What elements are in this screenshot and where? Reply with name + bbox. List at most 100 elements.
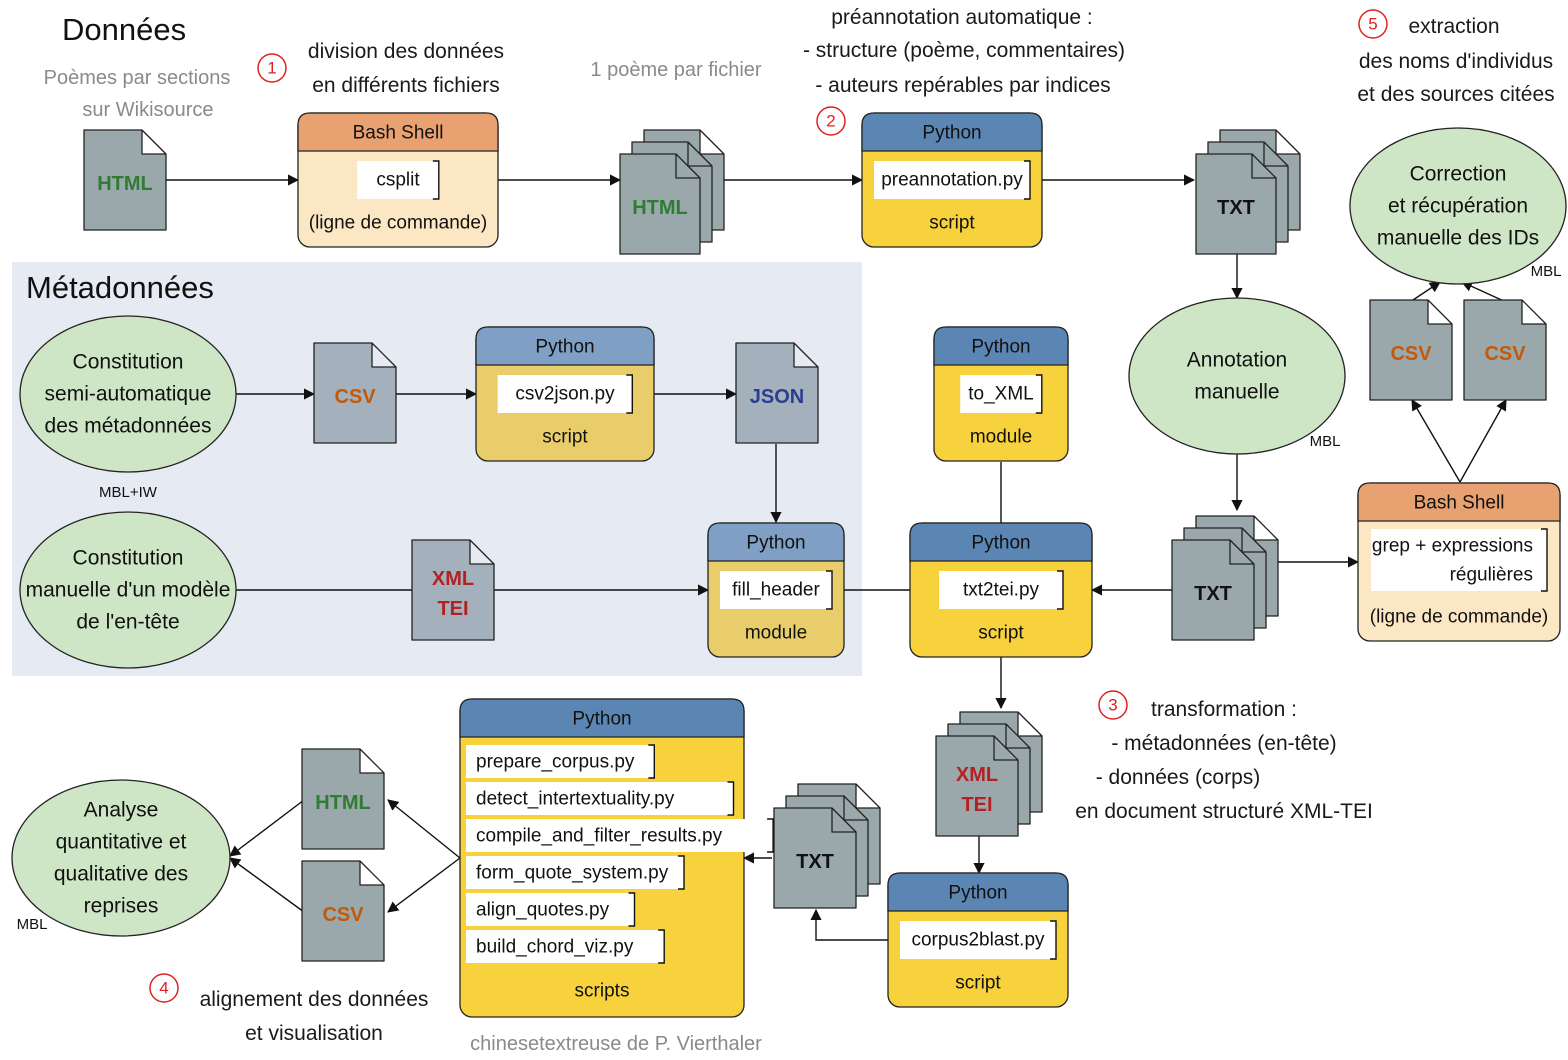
- process-correction-line-1: Correction: [1410, 163, 1507, 186]
- file-xml-tei-model-label-line1: XML: [432, 568, 474, 590]
- process-constitution-modele-line-3: de l'en-tête: [76, 611, 179, 634]
- process-annotation[interactable]: Annotation manuelle: [1128, 297, 1346, 455]
- file-csv-a[interactable]: CSV: [1369, 299, 1453, 401]
- script-item-bracket-5: [628, 892, 636, 927]
- tool-csv2json-header: Python: [535, 337, 594, 358]
- tool-preannotation-header: Python: [922, 123, 981, 144]
- tool-fill-header-footer: module: [745, 623, 807, 644]
- annotation-step3-line3: - données (corps): [1096, 766, 1261, 789]
- process-constitution-meta-line-2: semi-automatique: [45, 383, 212, 406]
- file-html-out[interactable]: HTML: [301, 748, 385, 850]
- file-html-source-page-0: [83, 129, 167, 231]
- edge-csv-out-to-analyse: [229, 857, 305, 913]
- file-txt-preannotated[interactable]: TXT: [1195, 129, 1301, 255]
- script-item-6: build_chord_viz.py: [476, 937, 634, 958]
- process-correction-line-3: manuelle des IDs: [1377, 227, 1539, 250]
- process-constitution-modele-line-2: manuelle d'un modèle: [26, 579, 231, 602]
- file-json[interactable]: JSON: [735, 342, 819, 444]
- file-csv-meta[interactable]: CSV: [313, 342, 397, 444]
- file-txt-blast[interactable]: TXT: [773, 783, 881, 909]
- tool-bash-csplit-command-box: [357, 161, 439, 199]
- annotation-step4-line2: et visualisation: [245, 1022, 383, 1045]
- step-number-circle-4: [149, 973, 179, 1003]
- annotation-step3-line1: transformation :: [1151, 698, 1297, 721]
- script-item-box-4: [466, 856, 684, 889]
- step-number-circle-1: [257, 53, 287, 83]
- tool-bash-grep-header-bar: [1357, 482, 1561, 522]
- annotations: Poèmes par sections sur Wikisource divis…: [17, 6, 1562, 1055]
- file-txt-annotated[interactable]: TXT: [1171, 515, 1279, 641]
- process-annotation-line-2: manuelle: [1194, 381, 1279, 404]
- edge-bash2-to-csv-a: [1411, 399, 1461, 483]
- process-annotation-line-1: Annotation: [1187, 349, 1287, 372]
- tool-bash-csplit-footer: (ligne de commande): [309, 213, 487, 234]
- process-analyse-shape: [11, 779, 231, 937]
- annotation-source-line1: Poèmes par sections: [44, 67, 231, 89]
- script-item-3: compile_and_filter_results.py: [476, 826, 723, 847]
- tool-preannotation-command: preannotation.py: [881, 170, 1023, 191]
- file-csv-out-page-0: [301, 860, 385, 962]
- step-number-1: 1: [267, 59, 276, 78]
- section-title-metadonnees: Métadonnées: [26, 270, 214, 305]
- tool-bash-grep-command-line1: grep + expressions: [1372, 536, 1533, 557]
- file-xml-tei-out[interactable]: XML TEI: [935, 711, 1043, 837]
- step-number-3: 3: [1108, 696, 1117, 715]
- tool-scripts-header-bar: [459, 698, 745, 738]
- tool-fill-header-header-bar: [707, 522, 845, 562]
- process-analyse-line-3: qualitative des: [54, 863, 188, 886]
- script-item-bracket-6: [658, 929, 665, 964]
- edge-corpus2blast-to-txt: [810, 908, 888, 941]
- file-xml-tei-out-label-line2: TEI: [961, 794, 992, 816]
- tool-txt2tei-footer: script: [978, 623, 1024, 644]
- tool-bash-csplit-header: Bash Shell: [353, 123, 444, 144]
- tool-csv2json-header-bar: [475, 326, 655, 366]
- process-analyse-line-1: Analyse: [84, 799, 159, 822]
- file-html-out-label: HTML: [315, 792, 371, 814]
- tool-to-xml-command-box: [960, 375, 1042, 413]
- script-item-5: align_quotes.py: [476, 900, 610, 921]
- file-csv-out[interactable]: CSV: [301, 860, 385, 962]
- tool-bash-csplit-command-bracket: [432, 160, 440, 200]
- credit-mbl-analyse: MBL: [17, 916, 48, 933]
- file-csv-b-label: CSV: [1484, 343, 1526, 365]
- section-title-donnees: Données: [62, 12, 186, 47]
- process-constitution-meta-line-1: Constitution: [73, 351, 184, 374]
- edges: [166, 174, 1507, 941]
- annotation-credit: chinesetextreuse de P. Vierthaler: [470, 1033, 762, 1055]
- step-number-circle-5: [1358, 9, 1388, 39]
- annotation-step5-line3: et des sources citées: [1357, 83, 1554, 106]
- tool-preannotation-footer: script: [929, 213, 975, 234]
- annotation-step2-line1: préannotation automatique :: [831, 6, 1093, 29]
- tool-preannotation[interactable]: Python preannotation.py script: [861, 112, 1043, 248]
- file-html-source[interactable]: HTML: [83, 129, 167, 231]
- file-csv-b[interactable]: CSV: [1463, 299, 1547, 401]
- file-html-split[interactable]: HTML: [619, 129, 725, 255]
- annotation-step1-line2: en différents fichiers: [312, 74, 500, 97]
- step-number-circle-2: [816, 106, 846, 136]
- credit-mbl-iw: MBL+IW: [99, 484, 158, 501]
- step-numbers: 1 2 3 4 5: [149, 9, 1388, 1003]
- script-item-bracket-3: [767, 818, 774, 853]
- file-xml-tei-out-label-line1: XML: [956, 764, 998, 786]
- tool-txt2tei-command-box: [939, 571, 1063, 609]
- tool-scripts[interactable]: Pythonprepare_corpus.pydetect_intertextu…: [459, 698, 774, 1018]
- annotation-step2-line2: - structure (poème, commentaires): [803, 39, 1125, 62]
- process-constitution-meta-shape: [19, 315, 237, 473]
- file-xml-tei-model-page-0: [411, 539, 495, 641]
- file-html-split-page-0: [619, 153, 701, 255]
- tool-bash-grep-header: Bash Shell: [1414, 493, 1505, 514]
- process-correction-shape: [1349, 127, 1567, 285]
- tool-scripts-footer: scripts: [575, 981, 630, 1002]
